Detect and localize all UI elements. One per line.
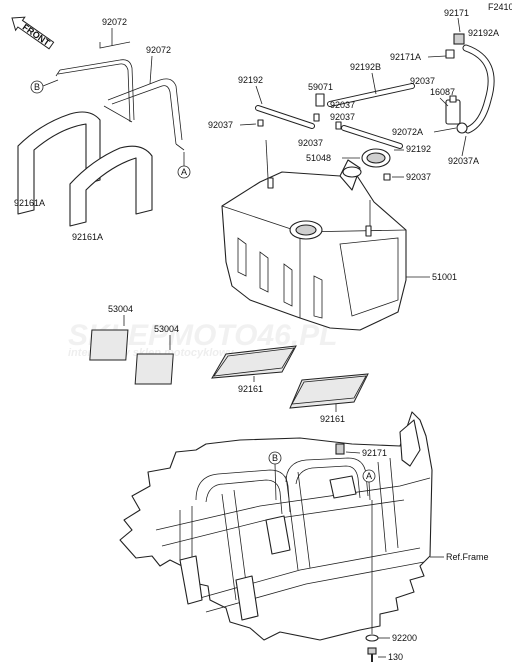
- label-92072-2: 92072: [146, 45, 171, 55]
- label-92171-bottom: 92171: [362, 448, 387, 458]
- label-92161a-2: 92161A: [72, 232, 103, 242]
- front-label: FRONT: [21, 22, 53, 48]
- label-92037-right: 92037: [406, 172, 431, 182]
- label-53004-1: 53004: [108, 304, 133, 314]
- frame: [119, 411, 433, 641]
- callout-a-left: A: [181, 167, 187, 177]
- label-92037-c: 92037: [298, 138, 323, 148]
- label-51001: 51001: [432, 272, 457, 282]
- label-92037-left: 92037: [208, 120, 233, 130]
- label-92072a: 92072A: [392, 127, 423, 137]
- pad-92161-2: [289, 373, 369, 409]
- label-92037a: 92037A: [448, 156, 479, 166]
- valve-16087: [445, 95, 461, 125]
- hose-92192: [255, 105, 315, 129]
- front-arrow: FRONT: [11, 16, 55, 50]
- fuel-tank-51001: [221, 159, 407, 331]
- label-92072-1: 92072: [102, 17, 127, 27]
- strap-92072-lower: [103, 78, 185, 151]
- cap-51048: [361, 148, 391, 168]
- label-92161-2: 92161: [320, 414, 345, 424]
- label-59071: 59071: [308, 82, 333, 92]
- sticker-53004-1: [89, 329, 129, 361]
- label-92192a: 92192A: [468, 28, 499, 38]
- joint-59071: [315, 93, 325, 107]
- label-51048: 51048: [306, 153, 331, 163]
- label-92037-b: 92037: [330, 112, 355, 122]
- label-130: 130: [388, 652, 403, 662]
- label-92192b: 92192B: [350, 62, 381, 72]
- label-92192: 92192: [238, 75, 263, 85]
- hose-92192-right: [341, 125, 403, 149]
- clamp-92072a: [456, 122, 468, 134]
- sticker-53004-2: [134, 353, 174, 385]
- hose-92192a: [462, 44, 495, 134]
- label-92171a: 92171A: [390, 52, 421, 62]
- label-16087: 16087: [430, 87, 455, 97]
- strap-92072-upper: [55, 41, 135, 123]
- callout-b-left: B: [34, 82, 40, 92]
- washer-92200: [365, 634, 379, 642]
- label-ref-frame: Ref.Frame: [446, 552, 489, 562]
- label-92200: 92200: [392, 633, 417, 643]
- pad-92161-1: [211, 345, 297, 379]
- hose-92192b: [327, 83, 415, 107]
- label-92171-top: 92171: [444, 8, 469, 18]
- bolt-130: [367, 647, 377, 662]
- label-92192-right: 92192: [406, 144, 431, 154]
- callout-b-frame: B: [272, 453, 278, 463]
- callout-a-frame: A: [366, 471, 372, 481]
- strap-pad-92161a-2: [69, 145, 153, 227]
- label-92161-1: 92161: [238, 384, 263, 394]
- label-92037-a: 92037: [330, 100, 355, 110]
- label-92037-e: 92037: [410, 76, 435, 86]
- strap-pad-92161a-1: [17, 111, 101, 215]
- clip-92171-top: [453, 33, 465, 45]
- label-92161a-1: 92161A: [14, 198, 45, 208]
- label-53004-2: 53004: [154, 324, 179, 334]
- diagram-code: F2410: [488, 2, 512, 12]
